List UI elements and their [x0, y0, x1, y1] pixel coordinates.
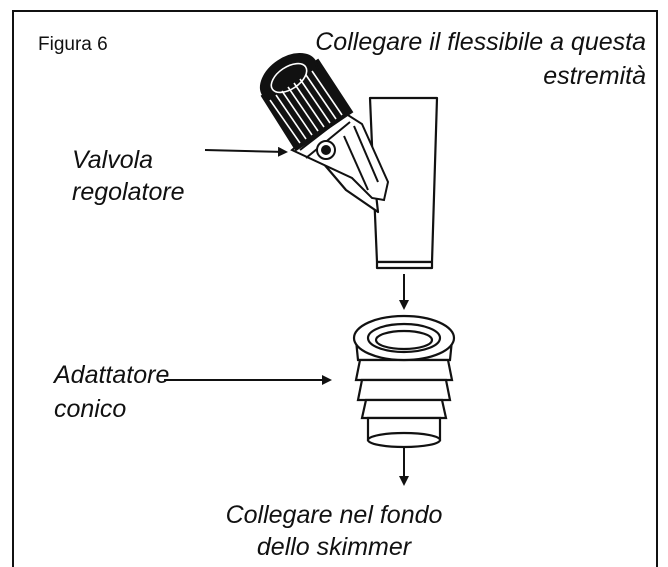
valve-label-line-1: Valvola	[72, 146, 154, 174]
adapter-label-line-2: conico	[54, 395, 127, 423]
adapter-label-line-1: Adattatore	[54, 361, 170, 389]
valve-label-line-2: regolatore	[72, 178, 185, 206]
figure-label: Figura 6	[38, 34, 108, 55]
hose-connection-note-line-2: estremità	[543, 62, 646, 90]
hose-connection-note-line-1: Collegare il flessibile a questa	[315, 28, 646, 56]
skimmer-connection-note-line-2: dello skimmer	[256, 533, 412, 561]
skimmer-connection-note-line-1: Collegare nel fondo	[225, 501, 443, 529]
conical-adapter	[352, 314, 456, 449]
valve-pointer-arrow	[204, 146, 288, 157]
figure-frame	[12, 10, 658, 567]
knurled-knob	[259, 53, 354, 152]
